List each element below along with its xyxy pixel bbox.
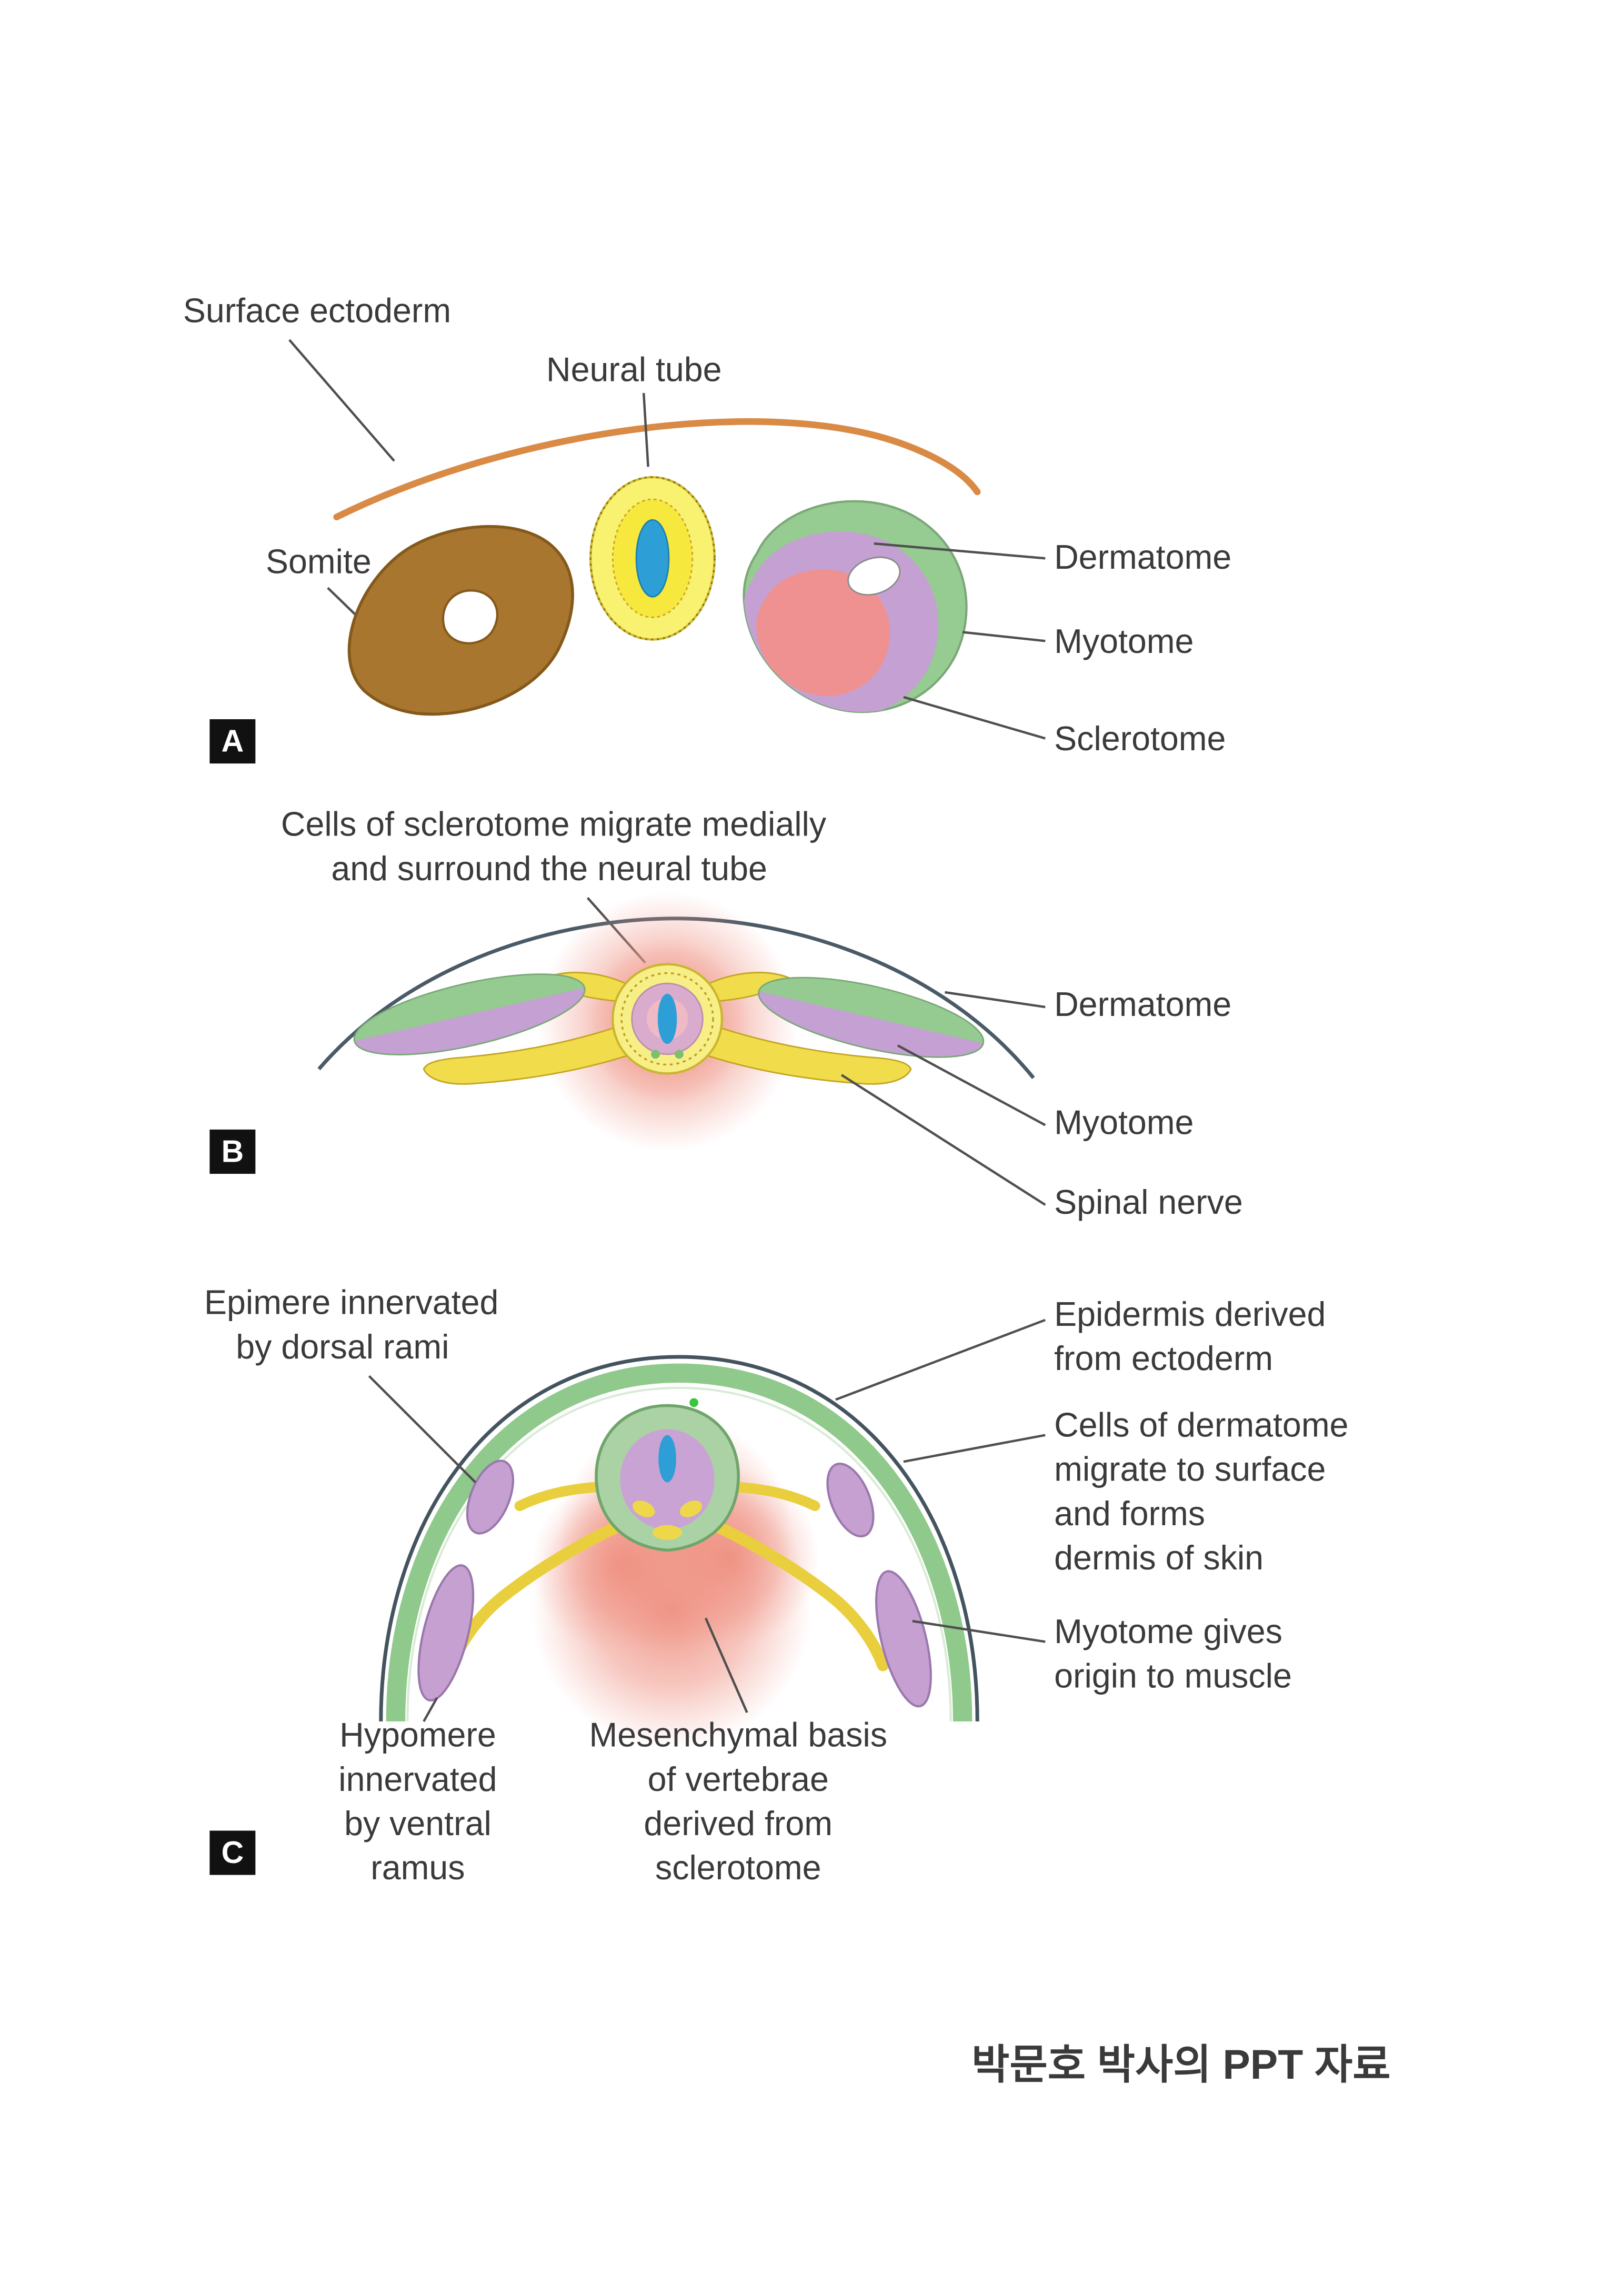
green-speck [689,1398,698,1407]
surface-ectoderm-leader-line [288,339,395,462]
epidermis-inner-line [406,1386,952,1721]
label-epidermis-line1: Epidermis derived [1054,1295,1326,1333]
epidermis-green-band [386,1363,973,1721]
yellow-fleck-left [632,1501,655,1517]
panel-b-tag: B [222,1135,244,1169]
epidermis-leader-line [835,1318,1046,1401]
label-hypomere-line3: by ventral [344,1805,492,1842]
label-dermatome-a: Dermatome [1054,538,1231,576]
label-mesenchymal-line4: sclerotome [655,1849,821,1887]
label-spinal-nerve-b: Spinal nerve [1054,1183,1243,1221]
label-neural-tube: Neural tube [546,351,722,389]
label-epidermis-line2: from ectoderm [1054,1340,1273,1377]
panel-b: Cells of sclerotome migrate medially and… [209,805,1243,1221]
somite-cavity [442,589,499,645]
mesenchymal-leader-line [704,1617,748,1713]
label-sclerotome-a: Sclerotome [1054,720,1226,758]
neural-tube-b-stipple [620,972,714,1066]
hypomere-leader-line [423,1697,438,1723]
surface-ectoderm-line [333,418,981,520]
label-mesenchymal-line2: of vertebrae [648,1760,829,1798]
neural-tube-stipple-ring [589,476,716,641]
label-surface-ectoderm: Surface ectoderm [183,291,451,329]
yellow-fleck-bottom [653,1525,683,1540]
epidermis-outer-line [379,1355,979,1721]
panel-c: Epimere innervated by dorsal rami Epider… [204,1284,1348,1887]
label-epimere-line1: Epimere innervated [204,1284,498,1322]
dermomyotome-band-right [758,976,985,1058]
myotome-leader-line-b [897,1044,1046,1126]
ventral-ramus-right [685,1508,889,1671]
somite-shape [347,525,574,716]
green-fleck-left [651,1050,660,1059]
yellow-fleck-right [679,1501,703,1517]
neural-tube-a [589,476,716,641]
somite-derivative-cavity [847,556,901,596]
label-hypomere-line1: Hypomere [339,1716,496,1754]
label-myotome-c-line1: Myotome gives [1054,1613,1282,1650]
source-caption: 박문호 박사의 PPT 자료 [971,2041,1390,2088]
epimere-leader-line [368,1375,476,1484]
panel-b-title-line2: and surround the neural tube [331,850,767,888]
label-hypomere-line2: innervated [338,1760,497,1798]
dermomyotome-band-left [353,973,586,1055]
vertebra-neural-tube-c [595,1398,740,1552]
inner-layers [744,531,939,712]
dermatome-leader-line-a [874,542,1046,560]
hypomere-right [875,1570,932,1708]
label-mesenchymal-line1: Mesenchymal basis [589,1716,887,1754]
spinal-nerve-leader-line-b [840,1074,1046,1206]
panel-a-tag: A [222,724,244,759]
epimere-right [826,1463,875,1538]
panel-c-tag: C [222,1836,244,1870]
panel-a: Surface ectoderm Neural tube Somite Derm… [183,291,1231,764]
label-hypomere-line4: ramus [370,1849,465,1887]
neural-tube-lumen [635,519,670,598]
label-myotome-b: Myotome [1054,1103,1194,1141]
neural-tube-leader-line [642,392,649,467]
neural-tube-c-lumen [658,1435,676,1483]
label-dermatome-c-line2: migrate to surface [1054,1451,1326,1488]
label-dermatome-c-line4: dermis of skin [1054,1539,1264,1577]
label-myotome-a: Myotome [1054,622,1194,660]
myotome-leader-line-a [962,631,1046,642]
label-epimere-line2: by dorsal rami [236,1328,449,1366]
label-dermatome-c-line3: and forms [1054,1495,1205,1533]
panel-b-title-line1: Cells of sclerotome migrate medially [281,805,827,843]
label-dermatome-c-line1: Cells of dermatome [1054,1406,1348,1444]
label-dermatome-b: Dermatome [1054,985,1231,1023]
panel-c-tag-box [209,1830,256,1875]
neural-tube-b [611,963,723,1075]
label-mesenchymal-line3: derived from [644,1805,833,1842]
dermatome-leader-line-c [903,1434,1046,1463]
somite-derivative-shape [743,501,966,717]
dermatome-leader-line-b [945,991,1046,1009]
panel-b-tag-box [209,1129,256,1174]
green-fleck-right [675,1050,684,1059]
myotome-leader-line-c [912,1619,1046,1643]
label-myotome-c-line2: origin to muscle [1054,1657,1292,1695]
sclerotome-leader-line-a [903,696,1046,740]
hypomere-left [417,1564,475,1702]
panel-a-tag-box [209,719,256,764]
epimere-left [466,1459,514,1535]
neural-tube-b-lumen [657,993,677,1044]
label-somite: Somite [266,542,372,580]
